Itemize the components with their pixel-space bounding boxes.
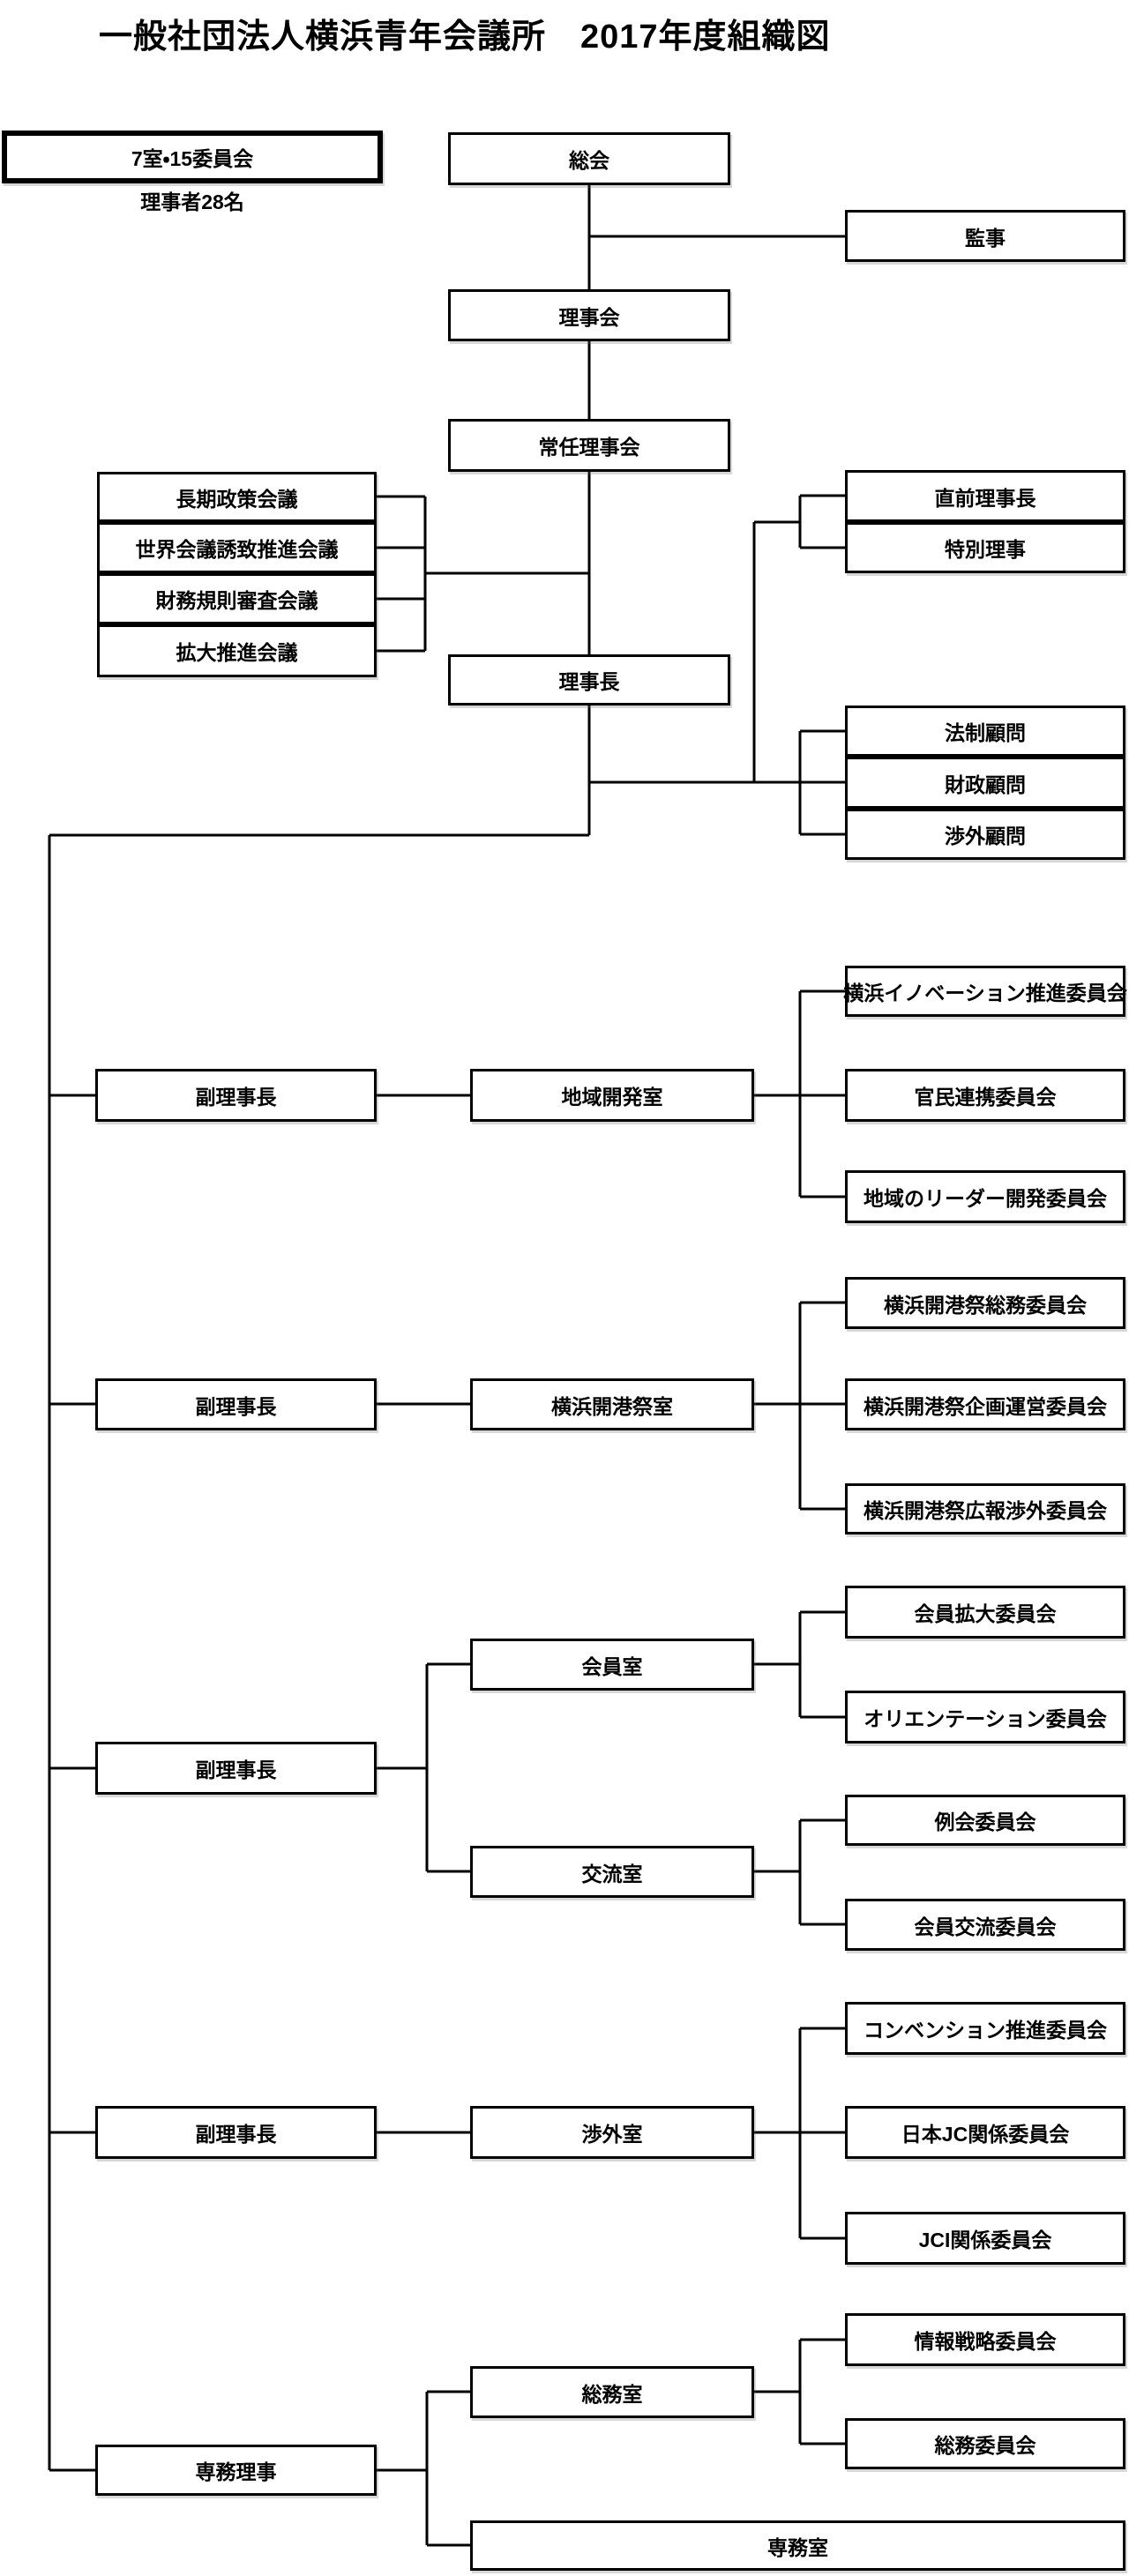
node-vice-president-2: 副理事長 xyxy=(95,1378,377,1430)
node-advisor-legal: 法制顧問 xyxy=(845,706,1125,757)
node-vice-president-3: 副理事長 xyxy=(95,1742,377,1795)
node-senior-managing-director: 専務理事 xyxy=(95,2445,377,2496)
node-room-executive-office: 専務室 xyxy=(470,2520,1125,2571)
node-committee-member-exchange: 会員交流委員会 xyxy=(845,1899,1125,1951)
node-room-kaikosai: 横浜開港祭室 xyxy=(470,1378,754,1430)
node-committee-kaikosai-general-affairs: 横浜開港祭総務委員会 xyxy=(845,1277,1125,1329)
node-general-assembly: 総会 xyxy=(448,132,730,185)
node-room-exchange: 交流室 xyxy=(470,1846,754,1898)
node-auditor: 監事 xyxy=(845,210,1125,262)
node-committee-jci-relations: JCI関係委員会 xyxy=(845,2212,1125,2265)
node-committee-general-affairs: 総務委員会 xyxy=(845,2418,1125,2469)
directors-count-caption: 理事者28名 xyxy=(140,190,244,213)
node-committee-regional-leader-development: 地域のリーダー開発委員会 xyxy=(845,1170,1125,1223)
node-standing-board: 常任理事会 xyxy=(448,419,730,472)
node-board-of-directors: 理事会 xyxy=(448,289,730,341)
node-president: 理事長 xyxy=(448,654,730,706)
node-advisor-external-affairs: 渉外顧問 xyxy=(845,809,1125,860)
node-special-director: 特別理事 xyxy=(845,522,1125,573)
node-room-general-affairs: 総務室 xyxy=(470,2366,754,2418)
node-council-long-term-policy: 長期政策会議 xyxy=(97,472,377,522)
node-committee-information-strategy: 情報戦略委員会 xyxy=(845,2313,1125,2366)
node-immediate-past-president: 直前理事長 xyxy=(845,470,1125,522)
node-committee-japan-jc-relations: 日本JC関係委員会 xyxy=(845,2106,1125,2159)
node-room-external-affairs: 渉外室 xyxy=(470,2106,754,2159)
node-room-regional-development: 地域開発室 xyxy=(470,1069,754,1122)
node-committee-membership-expansion: 会員拡大委員会 xyxy=(845,1586,1125,1639)
node-council-world-conference-bid: 世界会議誘致推進会議 xyxy=(97,522,377,573)
node-committee-kaikosai-planning-operation: 横浜開港祭企画運営委員会 xyxy=(845,1378,1125,1430)
node-council-expansion-promotion: 拡大推進会議 xyxy=(97,624,377,677)
rooms-committees-count-box: 7室・15委員会 xyxy=(2,131,383,183)
node-committee-orientation: オリエンテーション委員会 xyxy=(845,1691,1125,1743)
node-council-financial-rules-review: 財務規則審査会議 xyxy=(97,573,377,624)
node-vice-president-1: 副理事長 xyxy=(95,1069,377,1122)
node-committee-kaikosai-pr-external: 横浜開港祭広報渉外委員会 xyxy=(845,1483,1125,1534)
node-committee-regular-meeting: 例会委員会 xyxy=(845,1795,1125,1846)
node-committee-yokohama-innovation: 横浜イノベーション推進委員会 xyxy=(843,966,1127,1017)
node-advisor-financial: 財政顧問 xyxy=(845,757,1125,809)
node-room-membership: 会員室 xyxy=(470,1639,754,1691)
node-vice-president-4: 副理事長 xyxy=(95,2106,377,2159)
page-title: 一般社団法人横浜青年会議所 2017年度組織図 xyxy=(99,19,831,56)
node-committee-convention-promotion: コンベンション推進委員会 xyxy=(845,2002,1125,2055)
node-committee-public-private-partnership: 官民連携委員会 xyxy=(845,1069,1125,1122)
